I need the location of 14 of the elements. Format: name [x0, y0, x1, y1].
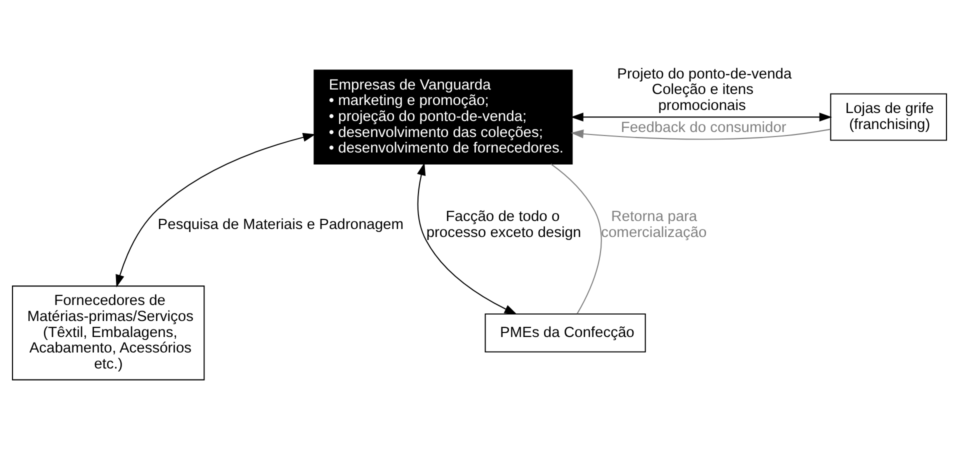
arrow	[417, 162, 518, 315]
arrow	[570, 128, 831, 140]
node-box: PMEs da Confecção	[484, 313, 646, 352]
edge-label: Facção de todo o processo exceto design	[426, 209, 582, 241]
edge-label: Pesquisa de Materiais e Padronagem	[158, 216, 404, 233]
connector	[550, 164, 602, 314]
node-box: Empresas de Vanguarda • marketing e promoção; • projeção do ponto-de-venda; • desenvolvimento das coleções; • desenvolvimento de fornecedores.	[314, 70, 573, 164]
arrow	[570, 112, 832, 122]
node-box: Lojas de grife (franchising)	[830, 93, 948, 141]
node-box: Fornecedores de Matérias-primas/Serviços (Têxtil, Embalagens, Acabamento, Acessórios etc.)	[12, 286, 205, 380]
edge-label: Retorna para comercialização	[601, 209, 707, 241]
edge-label: Feedback do consumidor	[620, 120, 786, 136]
arrow	[116, 132, 316, 288]
edge-label: Projeto do ponto-de-venda Coleção e itens promocionais	[617, 66, 792, 114]
